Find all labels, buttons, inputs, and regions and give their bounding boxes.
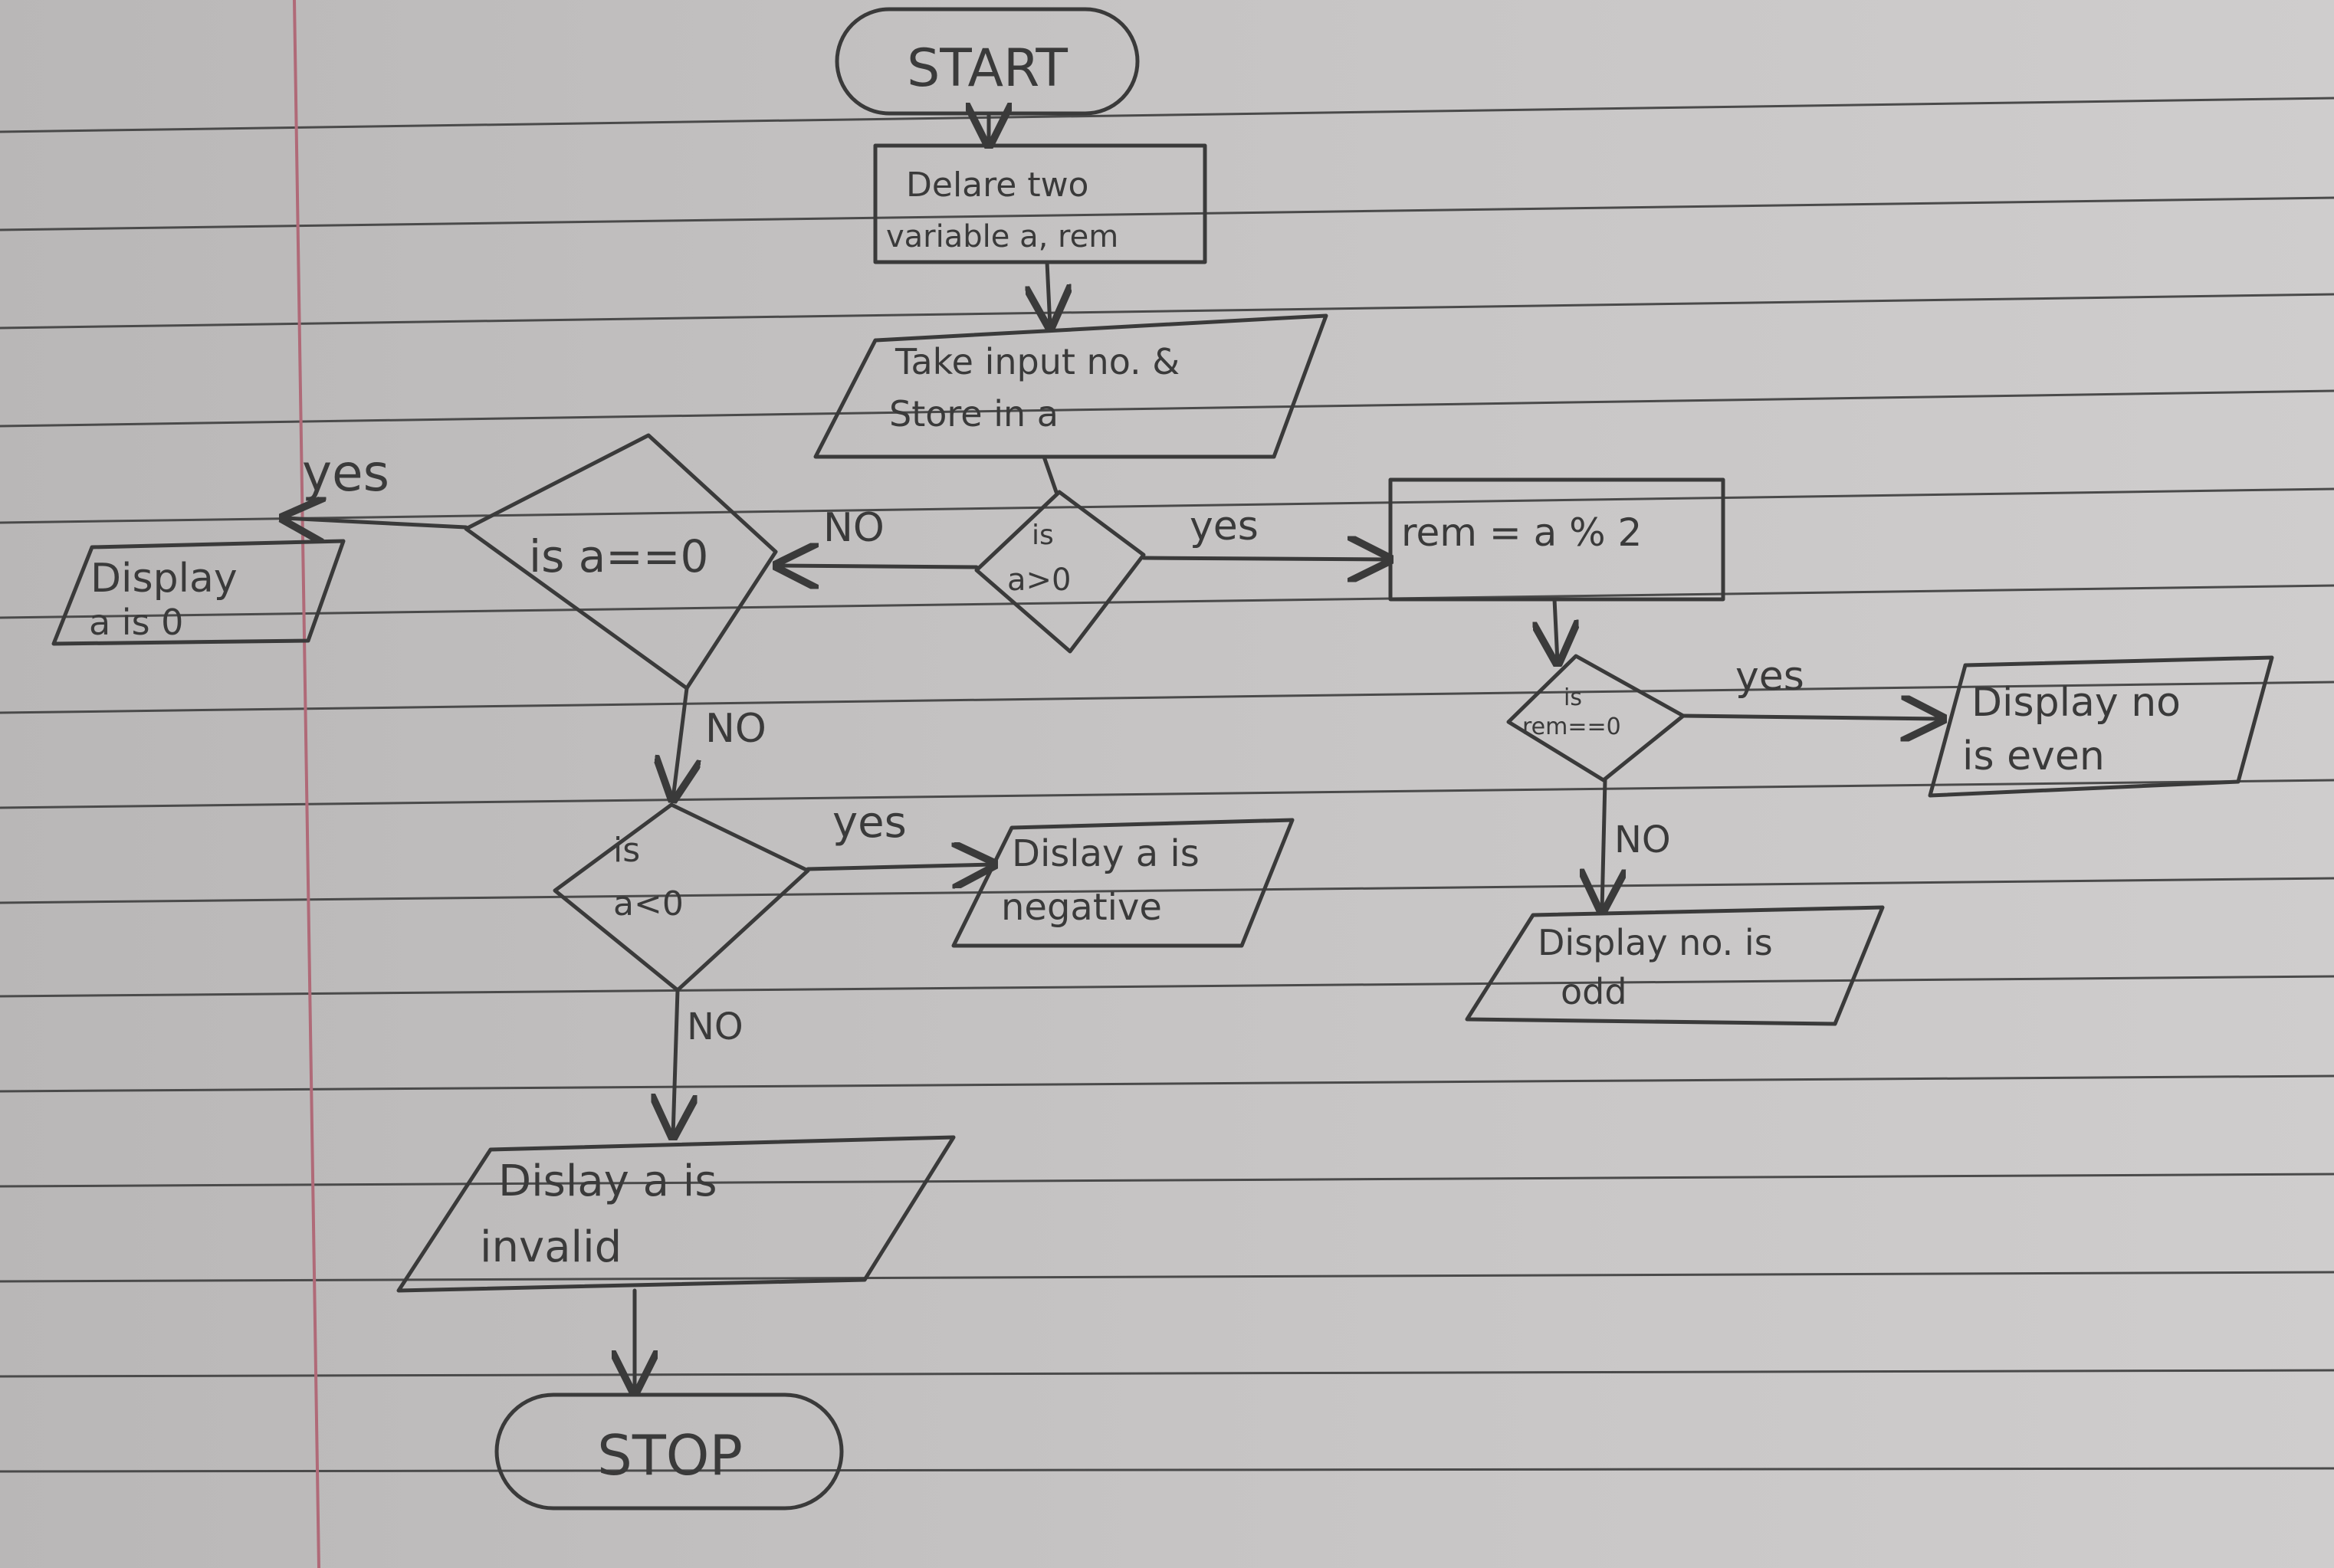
decision-gt0-line-1: is	[1032, 520, 1054, 551]
ruled-lines	[0, 97, 2334, 1473]
arrow-gt0-yes	[1141, 558, 1389, 559]
display-zero-line-1: Display	[90, 556, 238, 602]
label-no-from-eq0: NO	[705, 706, 767, 752]
arrow-gt0-no	[777, 566, 979, 567]
display-even-line-1: Display no	[1971, 680, 2181, 726]
decision-eq0-label: is a==0	[529, 530, 708, 582]
display-zero-parallelogram	[51, 539, 346, 646]
decision-lt0-line-1: is	[613, 831, 640, 870]
stop-label: STOP	[597, 1423, 743, 1488]
display-even-line-2: is even	[1962, 733, 2105, 779]
display-zero-line-2: a is 0	[89, 602, 183, 643]
label-no-from-lt0: NO	[687, 1005, 744, 1048]
decision-rem-line-1: is	[1564, 684, 1582, 711]
input-line-1: Take input no. &	[895, 341, 1180, 382]
arrow-eq0-yes	[284, 518, 468, 527]
label-no-rem: NO	[1614, 818, 1671, 861]
rem-process-label: rem = a % 2	[1401, 510, 1642, 555]
label-yes-zero: yes	[302, 444, 389, 503]
display-invalid-line-1: Dislay a is	[498, 1156, 717, 1206]
label-yes-gt0: yes	[1190, 504, 1259, 549]
arrow-lt0-no	[673, 988, 678, 1136]
margin-line	[293, 0, 320, 1568]
arrow-rem-to-decision	[1554, 597, 1558, 662]
decision-gt0-line-2: a>0	[1007, 563, 1071, 598]
display-negative-line-2: negative	[1001, 886, 1162, 929]
decision-lt0-line-2: a<0	[613, 884, 684, 923]
declare-line-1: Delare two	[906, 166, 1088, 205]
arrow-rem-no	[1602, 778, 1605, 910]
label-no-from-gt0: NO	[823, 505, 885, 551]
display-negative-parallelogram	[951, 818, 1295, 948]
declare-line-2: variable a, rem	[886, 219, 1118, 254]
arrow-eq0-no	[673, 686, 687, 799]
display-negative-line-1: Dislay a is	[1012, 832, 1200, 875]
input-line-2: Store in a	[889, 393, 1059, 435]
display-invalid-parallelogram	[396, 1135, 956, 1293]
start-label: START	[907, 38, 1068, 99]
label-yes-rem: yes	[1735, 654, 1804, 700]
display-invalid-line-2: invalid	[480, 1222, 622, 1272]
display-even-parallelogram	[1928, 655, 2274, 798]
stop-terminal	[494, 1393, 844, 1511]
label-yes-lt0: yes	[832, 798, 907, 848]
display-odd-line-2: odd	[1561, 971, 1627, 1012]
declare-process	[873, 143, 1207, 264]
display-odd-line-1: Display no. is	[1538, 922, 1773, 963]
arrow-declare-to-input	[1047, 260, 1050, 326]
decision-rem-line-2: rem==0	[1522, 713, 1621, 740]
decision-a-gt-0	[974, 490, 1146, 654]
arrow-rem-yes	[1681, 716, 1942, 719]
input-parallelogram	[813, 313, 1328, 459]
arrow-lt0-yes	[806, 864, 993, 869]
display-odd-parallelogram	[1465, 905, 1885, 1026]
line-input-to-decision	[1042, 454, 1059, 494]
